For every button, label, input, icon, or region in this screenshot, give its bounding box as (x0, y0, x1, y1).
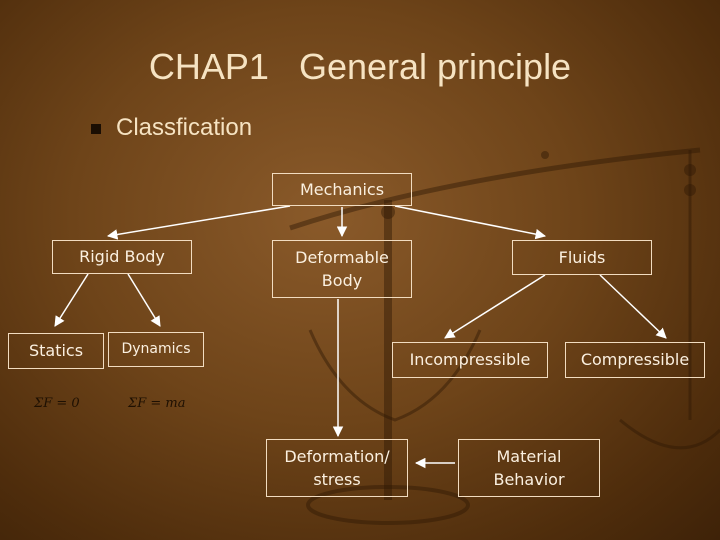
node-dynamics: Dynamics (108, 332, 204, 367)
node-statics: Statics (8, 333, 104, 369)
node-fluids: Fluids (512, 240, 652, 275)
node-mechanics: Mechanics (272, 173, 412, 206)
arrow-fluids-to-incompressible (444, 274, 546, 339)
arrow-mechanics-to-rigid (106, 205, 291, 240)
slide-subtitle: Classfication (116, 114, 253, 141)
node-rigid-body: Rigid Body (52, 240, 192, 274)
slide-title: CHAP1 General principle (148, 46, 572, 87)
bullet-square-icon (91, 124, 101, 134)
node-incompressible: Incompressible (392, 342, 548, 378)
formula-dynamics: ΣF = ma (128, 396, 186, 411)
formula-statics: ΣF = 0 (34, 396, 80, 411)
node-material-behavior: Material Behavior (458, 439, 600, 497)
node-deformation-stress: Deformation/ stress (266, 439, 408, 497)
node-compressible: Compressible (565, 342, 705, 378)
arrow-rigid-to-dynamics (127, 273, 161, 327)
node-deformable-body: Deformable Body (272, 240, 412, 298)
arrow-mechanics-to-fluids (394, 205, 547, 240)
arrow-fluids-to-compressible (599, 274, 667, 339)
arrow-rigid-to-statics (54, 273, 89, 327)
